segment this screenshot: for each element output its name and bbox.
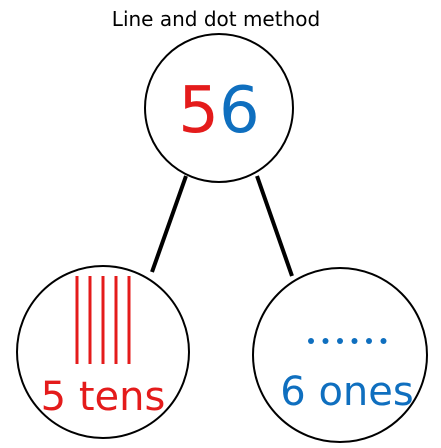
- connector-left: [150, 175, 188, 273]
- ones-digit: 6: [219, 74, 260, 148]
- one-dot: [322, 338, 329, 344]
- ones-circle: [252, 267, 428, 443]
- ones-dots: [308, 338, 387, 344]
- whole-number: 56: [178, 74, 259, 148]
- tens-digit: 5: [178, 74, 219, 148]
- one-dot: [308, 338, 314, 344]
- tens-label: 5 tens: [41, 374, 166, 420]
- tens-lines: [75, 276, 131, 364]
- one-dot: [380, 338, 387, 344]
- one-dot: [366, 338, 372, 344]
- diagram-title: Line and dot method: [112, 7, 320, 31]
- one-dot: [337, 338, 343, 344]
- whole-circle: [144, 33, 294, 183]
- one-dot: [351, 338, 358, 344]
- ones-label: 6 ones: [280, 369, 413, 415]
- connector-right: [255, 175, 294, 277]
